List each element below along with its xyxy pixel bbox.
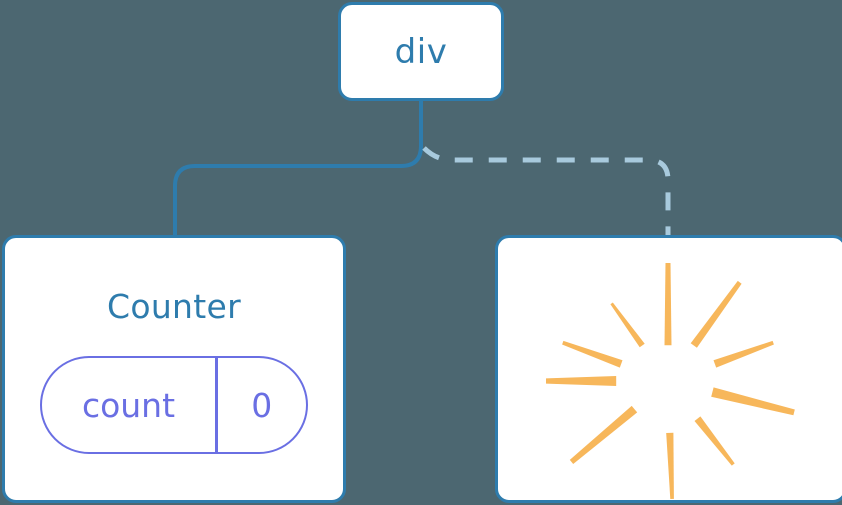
state-badge-value: 0 bbox=[251, 385, 273, 425]
sparkle-ray-7 bbox=[711, 387, 795, 416]
sparkle-ray-5 bbox=[713, 340, 774, 368]
node-burst[interactable] bbox=[495, 235, 842, 503]
sparkle-ray-2 bbox=[610, 302, 645, 348]
sparkle-ray-1 bbox=[664, 263, 672, 346]
sparkle-ray-4 bbox=[562, 340, 623, 368]
edge-div-to-burst bbox=[422, 146, 671, 240]
node-div[interactable]: div bbox=[338, 2, 504, 101]
state-badge-key: count bbox=[81, 385, 176, 425]
sparkle-ray-8 bbox=[569, 405, 638, 464]
sparkle-burst-rays bbox=[546, 263, 795, 499]
state-badge-count[interactable]: count 0 bbox=[40, 356, 308, 454]
node-counter-title: Counter bbox=[107, 287, 241, 326]
sparkle-ray-3 bbox=[690, 280, 742, 348]
sparkle-burst-icon bbox=[546, 263, 795, 499]
state-badge-divider bbox=[215, 358, 218, 452]
node-counter[interactable]: Counter count 0 bbox=[2, 235, 346, 503]
node-div-label: div bbox=[394, 31, 448, 72]
sparkle-ray-6 bbox=[546, 376, 617, 386]
sparkle-ray-10 bbox=[666, 432, 674, 499]
sparkle-ray-9 bbox=[694, 416, 735, 466]
edge-div-to-counter bbox=[173, 98, 423, 242]
